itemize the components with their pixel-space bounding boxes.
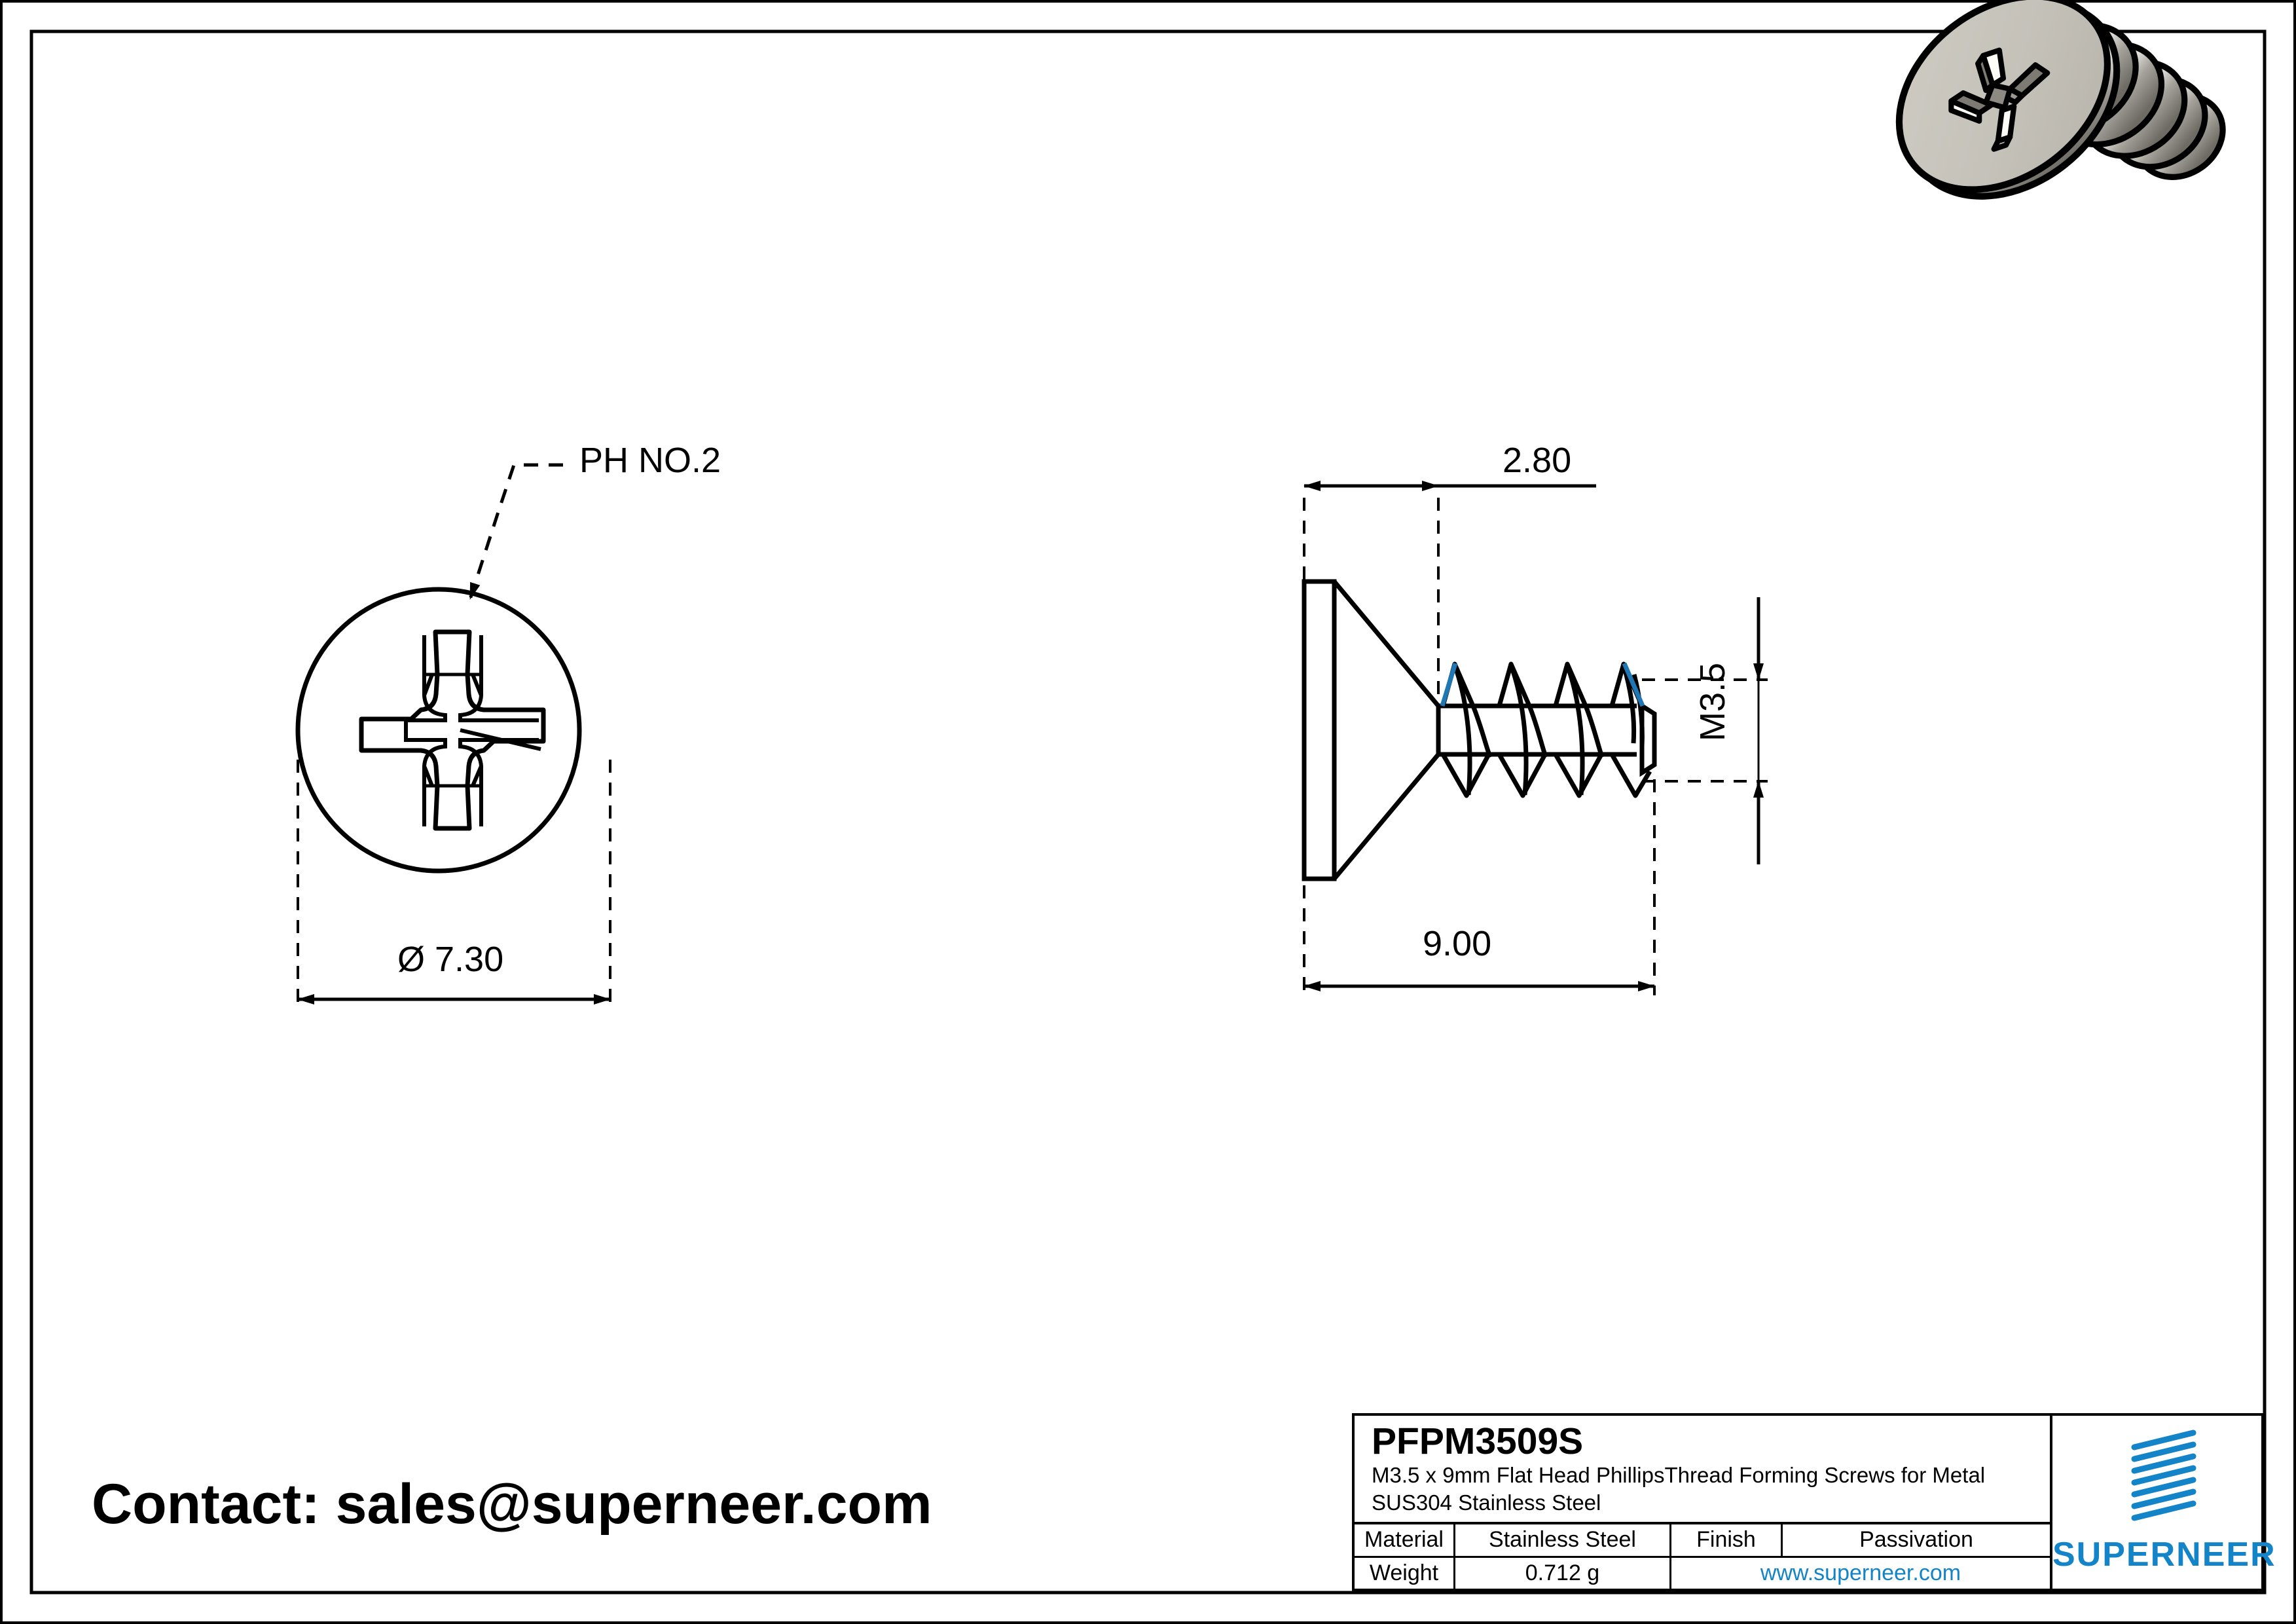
recess-callout-label: PH NO.2 [579, 441, 721, 480]
title-block-description-area: PFPM3509S M3.5 x 9mm Flat Head PhillipsT… [1355, 1416, 2050, 1524]
weight-label: Weight [1355, 1557, 1455, 1589]
weight-value: 0.712 g [1455, 1557, 1671, 1589]
title-block-row-material: Material Stainless Steel Finish Passivat… [1355, 1524, 2050, 1558]
title-block-main: PFPM3509S M3.5 x 9mm Flat Head PhillipsT… [1355, 1416, 2052, 1589]
head-top-view-geometry [295, 463, 611, 1008]
brand-wordmark: SUPERNEER [2052, 1536, 2276, 1574]
head-diameter-dimension-label: Ø 7.30 [397, 940, 504, 979]
finish-label: Finish [1671, 1524, 1783, 1556]
finish-value: Passivation [1859, 1527, 1973, 1553]
thread-size-dimension-label: M3.5 [1693, 662, 1732, 741]
head-height-dimension-label: 2.80 [1503, 441, 1572, 480]
material-label: Material [1355, 1524, 1455, 1556]
screw-side-view-geometry [1302, 481, 1768, 995]
brand-logo: SUPERNEER [2052, 1416, 2276, 1589]
contact-email-text: Contact: sales@superneer.com [92, 1473, 932, 1536]
title-block-row-weight: Weight 0.712 g www.superneer.com [1355, 1557, 2050, 1589]
superneer-mark-icon [2131, 1430, 2196, 1521]
website-link[interactable]: www.superneer.com [1760, 1560, 1961, 1585]
part-description-line-1: M3.5 x 9mm Flat Head PhillipsThread Form… [1372, 1463, 1986, 1487]
title-block: PFPM3509S M3.5 x 9mm Flat Head PhillipsT… [1352, 1413, 2275, 1591]
part-code: PFPM3509S [1372, 1420, 1584, 1462]
part-description-line-2: SUS304 Stainless Steel [1372, 1490, 1601, 1515]
material-value: Stainless Steel [1455, 1524, 1671, 1556]
screw-3d-render-geometry [1895, 0, 2226, 200]
overall-length-dimension-label: 9.00 [1423, 924, 1492, 963]
